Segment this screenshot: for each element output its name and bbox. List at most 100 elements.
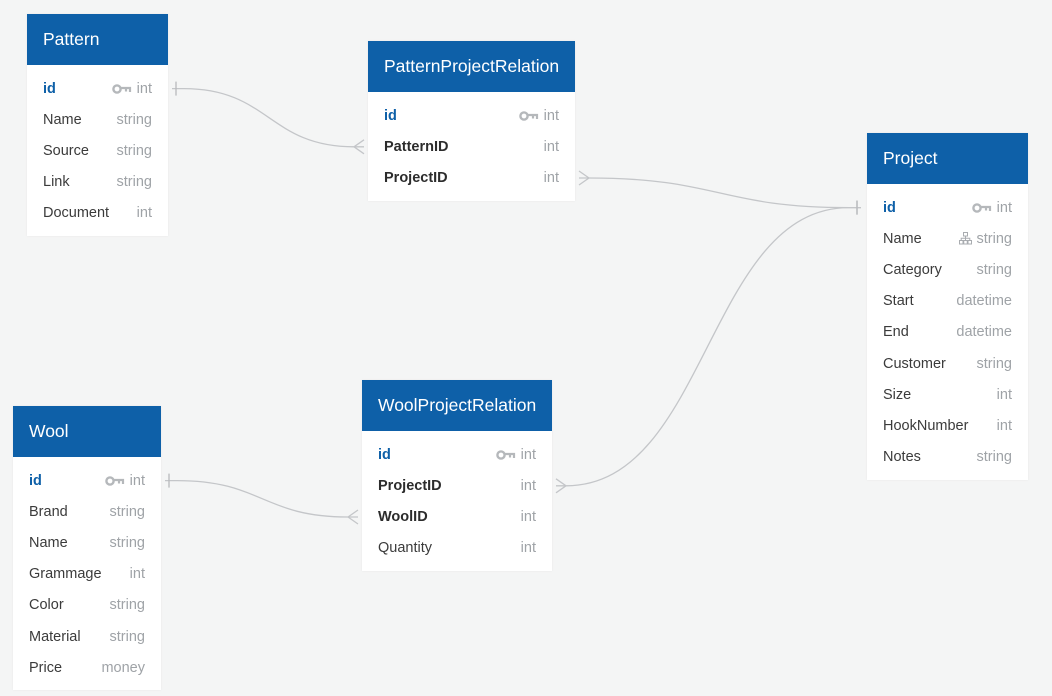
field-type-cell: int <box>544 139 559 155</box>
field-type-cell: int <box>521 478 536 494</box>
field-type: string <box>109 597 145 614</box>
field-type-cell: int <box>130 566 145 582</box>
field-type: string <box>109 503 145 520</box>
field-type-cell: string <box>977 262 1012 278</box>
field-type: int <box>543 169 559 186</box>
field-type: int <box>996 417 1012 434</box>
field-type: int <box>543 138 559 155</box>
field-type-cell: int <box>521 509 536 525</box>
field-type-cell: string <box>958 231 1012 247</box>
field-row[interactable]: Document int <box>27 198 168 229</box>
field-type-cell: string <box>110 504 145 520</box>
field-name: HookNumber <box>883 417 969 434</box>
field-row[interactable]: id int <box>867 192 1028 223</box>
field-type: int <box>996 386 1012 403</box>
field-type: int <box>996 199 1012 216</box>
index-tree-icon <box>958 232 972 245</box>
field-name: End <box>883 324 909 341</box>
field-type: int <box>129 472 145 489</box>
field-type-cell: int <box>137 205 152 221</box>
field-type: int <box>543 107 559 124</box>
field-row[interactable]: Category string <box>867 254 1028 285</box>
field-name: Customer <box>883 355 946 372</box>
table-header[interactable]: Project <box>867 133 1028 184</box>
table-header[interactable]: Wool <box>13 406 161 457</box>
field-name: Category <box>883 261 942 278</box>
field-type: string <box>116 142 152 159</box>
field-row[interactable]: Color string <box>13 590 161 621</box>
table-header[interactable]: Pattern <box>27 14 168 65</box>
field-name: Notes <box>883 449 921 466</box>
field-name: Name <box>29 534 68 551</box>
table-header[interactable]: WoolProjectRelation <box>362 380 552 431</box>
field-row[interactable]: Name string <box>13 527 161 558</box>
relation-line <box>579 177 861 209</box>
field-row[interactable]: id int <box>362 439 552 470</box>
field-row[interactable]: Name string <box>867 223 1028 254</box>
many-cardinality-mark <box>578 170 590 186</box>
field-name: Document <box>43 205 110 222</box>
field-name: id <box>384 107 397 124</box>
relation-line <box>172 87 364 148</box>
field-row[interactable]: ProjectID int <box>362 470 552 501</box>
field-type: int <box>520 446 536 463</box>
field-type: int <box>520 477 536 494</box>
field-type-cell: int <box>997 387 1012 403</box>
field-row[interactable]: Customer string <box>867 348 1028 379</box>
many-cardinality-mark <box>353 139 365 155</box>
field-type: string <box>976 261 1012 278</box>
field-type: int <box>520 540 536 557</box>
field-name: Color <box>29 597 64 614</box>
field-name: Start <box>883 293 914 310</box>
many-cardinality-mark <box>347 509 359 525</box>
key-icon <box>518 110 539 121</box>
table-header[interactable]: PatternProjectRelation <box>368 41 575 92</box>
field-type-cell: int <box>997 418 1012 434</box>
field-name: Name <box>883 230 922 247</box>
field-type: datetime <box>956 293 1012 310</box>
field-type-cell: string <box>117 143 152 159</box>
field-name: id <box>378 446 391 463</box>
field-type: string <box>109 534 145 551</box>
field-type-cell: string <box>110 597 145 613</box>
field-type: string <box>976 355 1012 372</box>
field-row[interactable]: HookNumber int <box>867 410 1028 441</box>
relation-line <box>165 479 358 518</box>
field-type-cell: string <box>977 356 1012 372</box>
field-row[interactable]: id int <box>368 100 575 131</box>
field-name: id <box>883 199 896 216</box>
field-row[interactable]: Start datetime <box>867 286 1028 317</box>
field-name: ProjectID <box>378 477 442 494</box>
field-type-cell: int <box>521 540 536 556</box>
field-type: int <box>136 80 152 97</box>
field-type-cell: int <box>518 107 559 124</box>
field-type: int <box>136 205 152 222</box>
field-name: Link <box>43 174 70 191</box>
key-icon <box>495 449 516 460</box>
